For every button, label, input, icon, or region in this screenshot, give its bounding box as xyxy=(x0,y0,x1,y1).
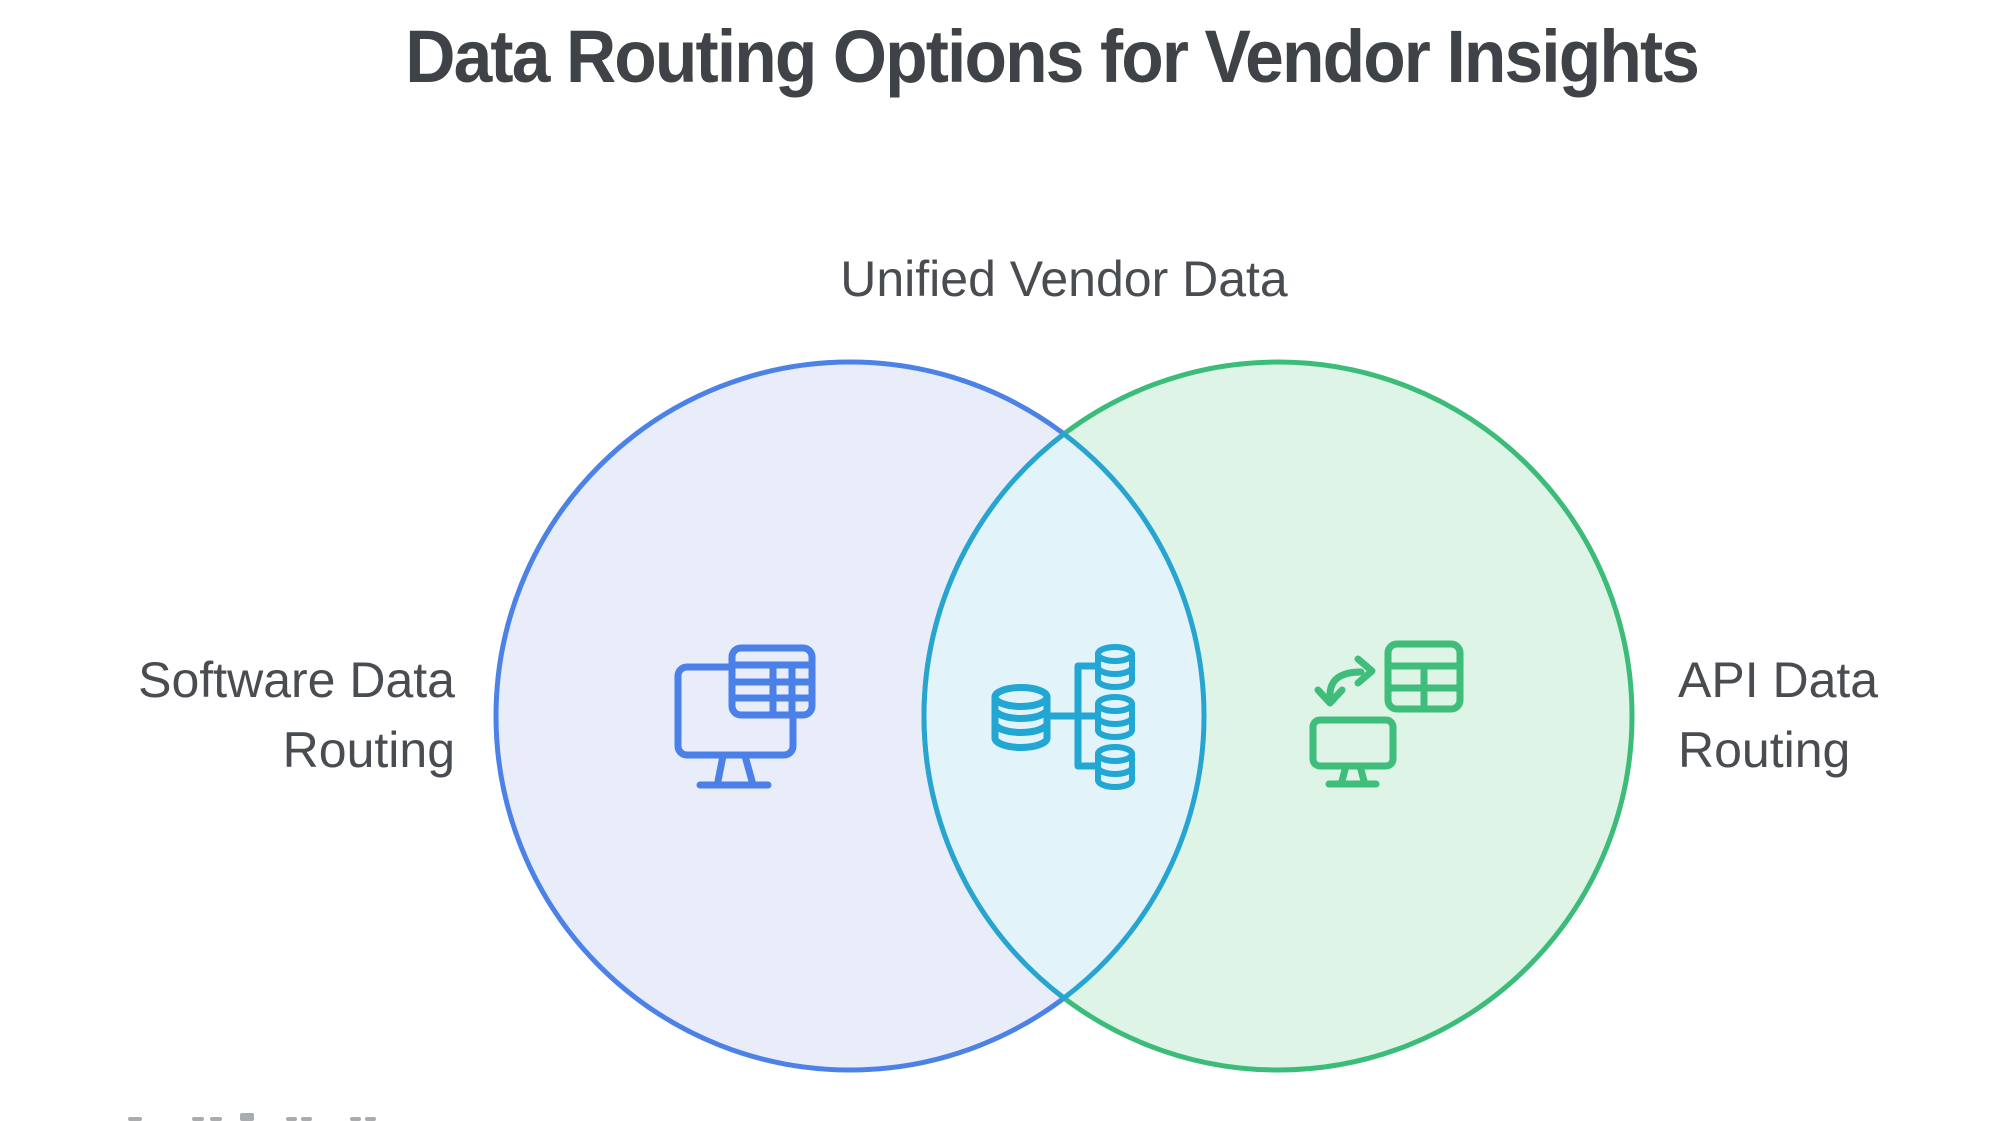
monitor-stand-leg xyxy=(714,752,727,785)
database-sides xyxy=(991,693,1051,742)
database-distribution-icon xyxy=(991,644,1135,790)
page-title: Data Routing Options for Vendor Insights xyxy=(0,14,2000,99)
left-circle-label: Software Data Routing xyxy=(138,645,455,785)
left-circle-label-line1: Software Data xyxy=(138,652,455,708)
small-database-1 xyxy=(1095,644,1135,690)
table-grid-lines xyxy=(1384,662,1464,713)
right-circle-label-line2: Routing xyxy=(1678,722,1851,778)
sync-arrow-head-down xyxy=(1314,686,1346,707)
monitor-screen xyxy=(1309,716,1397,770)
page-title-text: Data Routing Options for Vendor Insights xyxy=(405,15,1701,98)
database-bands xyxy=(991,705,1051,736)
monitor-stand-leg xyxy=(741,752,756,785)
right-circle-label: API Data Routing xyxy=(1678,645,1878,785)
left-circle-label-line2: Routing xyxy=(282,722,455,778)
small-database-3 xyxy=(1095,744,1135,790)
database-bottom xyxy=(991,734,1051,751)
branch-connectors xyxy=(1047,662,1099,770)
sync-arrow-shaft xyxy=(1326,668,1365,699)
table-column-lines xyxy=(769,661,796,719)
sync-table-monitor-icon xyxy=(1309,640,1464,788)
monitor-with-table-icon xyxy=(674,644,816,789)
cropped-watermark xyxy=(128,1113,448,1121)
small-database-2 xyxy=(1095,694,1135,740)
right-circle-label-line1: API Data xyxy=(1678,652,1879,708)
monitor-stand-legs xyxy=(1338,762,1368,785)
overlap-label: Unified Vendor Data xyxy=(840,251,1288,307)
sync-arrow-head-right xyxy=(1354,655,1376,687)
